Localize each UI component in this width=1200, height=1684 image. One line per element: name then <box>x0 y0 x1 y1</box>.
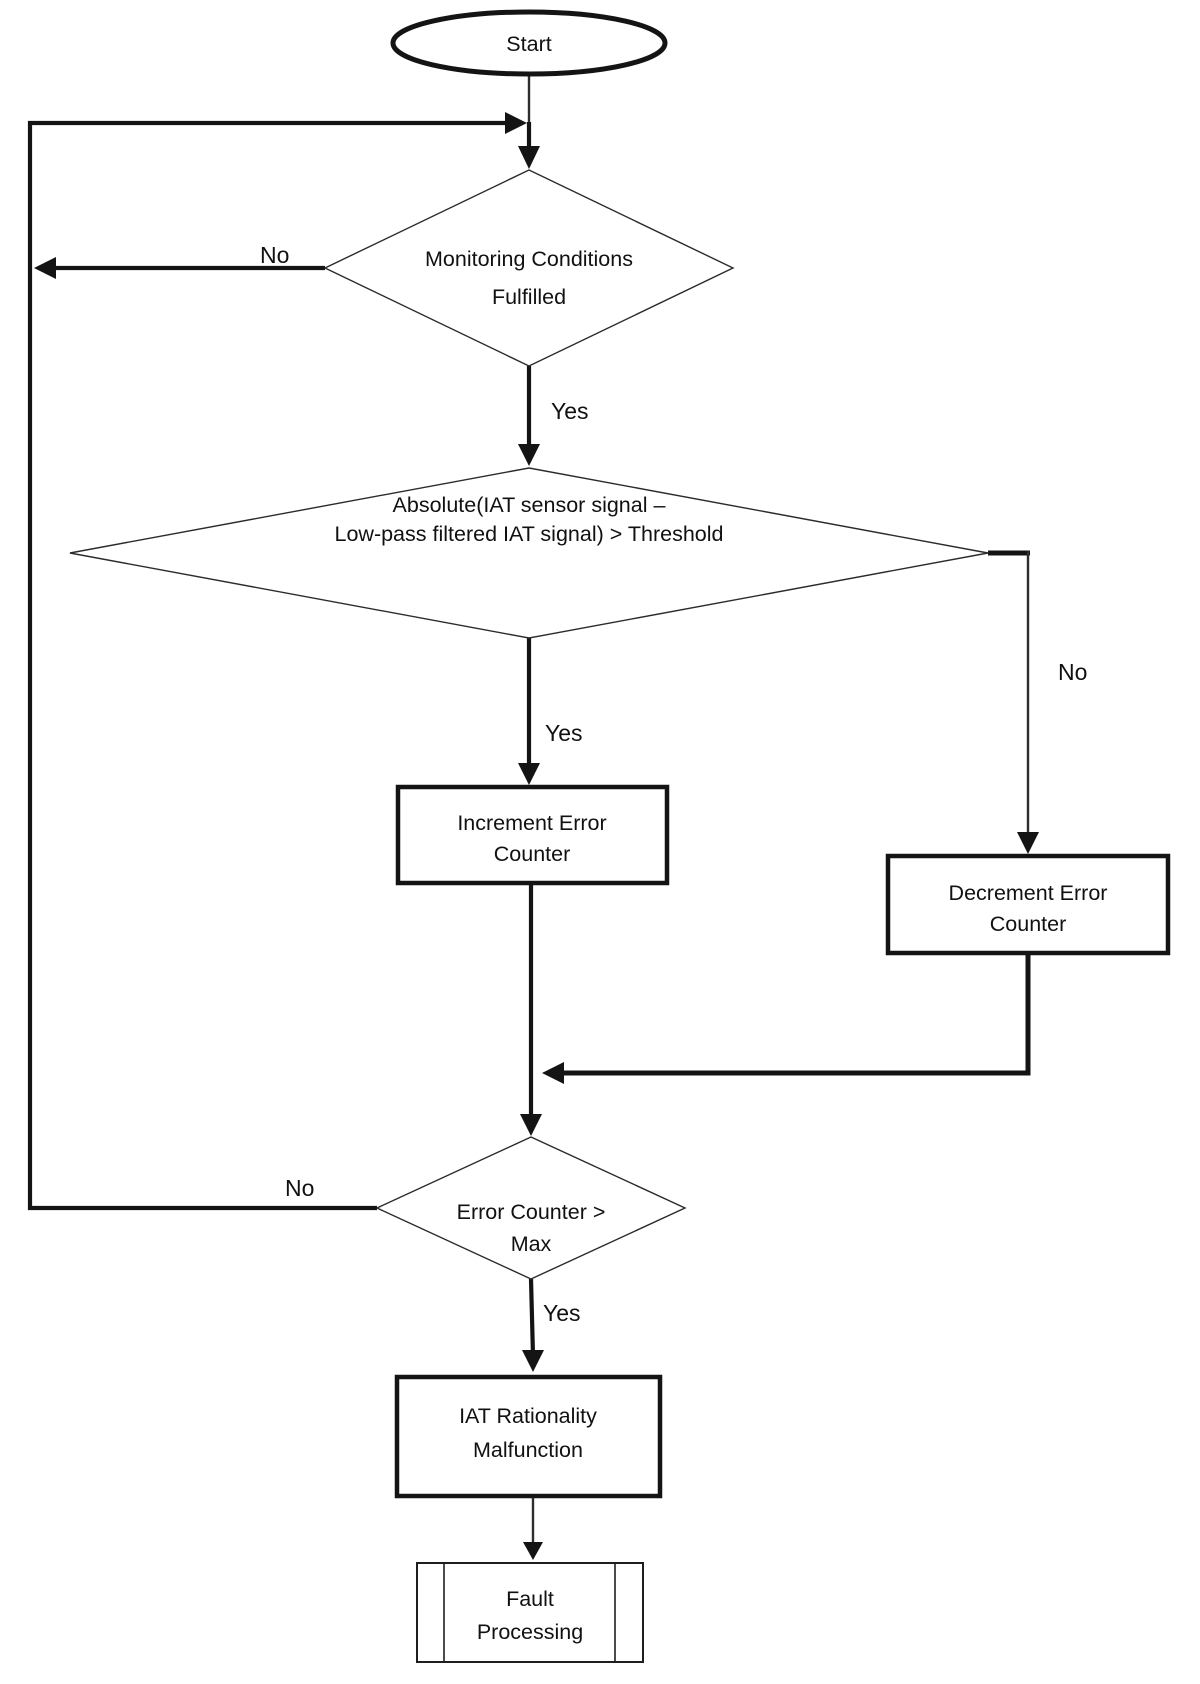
fault-text-line2: Processing <box>477 1620 583 1644</box>
increment-text-line1: Increment Error <box>457 811 606 835</box>
monitoring-text-line2: Fulfilled <box>492 285 566 309</box>
decision-monitoring-conditions: Monitoring Conditions Fulfilled <box>323 169 735 367</box>
max-text-line1: Error Counter > <box>457 1200 606 1224</box>
monitoring-diamond-shape <box>323 169 735 367</box>
arrowhead-into-fault-icon <box>523 1542 543 1560</box>
process-decrement-error-counter: Decrement Error Counter <box>885 853 1171 956</box>
threshold-diamond-shape <box>69 467 989 639</box>
arrowhead-into-malfunction-icon <box>522 1350 544 1372</box>
decrement-text-line2: Counter <box>990 912 1067 936</box>
predefined-process-fault-processing: Fault Processing <box>416 1562 644 1663</box>
edge-feedback-rail <box>27 120 506 1211</box>
arrowhead-monitoring-no-icon <box>34 257 56 279</box>
malfunction-text-line2: Malfunction <box>473 1438 583 1462</box>
fault-text-line1: Fault <box>506 1587 554 1611</box>
arrowhead-into-monitoring-icon <box>518 146 540 169</box>
label-monitoring-no: No <box>260 242 289 268</box>
start-node: Start <box>390 9 668 77</box>
fault-box-shape <box>416 1562 644 1663</box>
arrowhead-into-decrement-icon <box>1017 832 1039 854</box>
start-label: Start <box>506 32 551 56</box>
label-threshold-yes: Yes <box>545 720 583 746</box>
decision-iat-threshold: Absolute(IAT sensor signal – Low-pass fi… <box>69 467 989 639</box>
process-increment-error-counter: Increment Error Counter <box>395 784 670 886</box>
process-iat-rationality-malfunction: IAT Rationality Malfunction <box>394 1374 663 1499</box>
monitoring-text-line1: Monitoring Conditions <box>425 247 633 271</box>
decision-error-counter-max: Error Counter > Max <box>375 1136 687 1280</box>
label-threshold-no: No <box>1058 659 1087 685</box>
arrowhead-into-increment-icon <box>518 763 540 785</box>
label-max-yes: Yes <box>543 1300 581 1326</box>
decrement-text-line1: Decrement Error <box>949 881 1108 905</box>
arrowhead-into-max-icon <box>520 1114 542 1136</box>
label-max-no: No <box>285 1175 314 1201</box>
decrement-box-shape <box>885 853 1171 956</box>
arrowhead-feedback-into-mainline-icon <box>505 112 527 134</box>
arrowhead-merge-icon <box>542 1062 564 1084</box>
max-diamond-shape <box>375 1136 687 1280</box>
label-monitoring-yes: Yes <box>551 398 589 424</box>
edge-max-yes <box>528 1278 536 1357</box>
increment-text-line2: Counter <box>494 842 571 866</box>
max-text-line2: Max <box>511 1232 552 1256</box>
edge-decrement-to-merge <box>558 953 1031 1076</box>
start-terminator-shape <box>390 9 668 77</box>
arrowhead-into-threshold-icon <box>518 444 540 466</box>
malfunction-box-shape <box>394 1374 663 1499</box>
threshold-text-line2: Low-pass filtered IAT signal) > Threshol… <box>335 522 724 546</box>
threshold-text-line1: Absolute(IAT sensor signal – <box>393 493 666 517</box>
malfunction-text-line1: IAT Rationality <box>459 1404 597 1428</box>
increment-box-shape <box>395 784 670 886</box>
